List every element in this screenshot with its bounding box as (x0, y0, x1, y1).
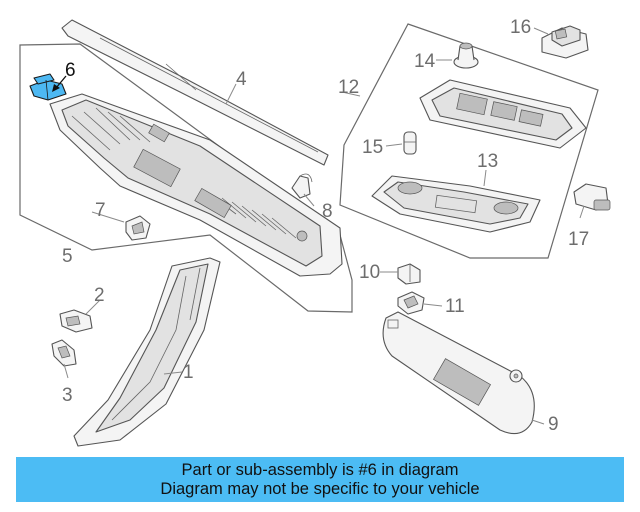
part-12-console-housing (419, 79, 587, 149)
part-3-clip (51, 339, 77, 367)
part-17-switch (573, 183, 611, 211)
part-7-clip (125, 215, 151, 241)
part-8-hook (291, 173, 313, 199)
callout-10: 10 (359, 262, 380, 283)
part-9-sun-visor (382, 311, 535, 435)
part-2-clip (59, 309, 93, 333)
callout-15: 15 (362, 137, 383, 158)
group-outline-12 (339, 23, 599, 259)
banner-line-2: Diagram may not be specific to your vehi… (160, 479, 480, 498)
part-14-round-clip (453, 42, 479, 69)
callout-7: 7 (95, 200, 106, 221)
leader-lines (52, 27, 585, 425)
callout-11: 11 (445, 296, 465, 317)
banner-line-1: Part or sub-assembly is #6 in diagram (181, 460, 459, 479)
callout-12: 12 (338, 77, 359, 98)
callout-9: 9 (548, 414, 559, 435)
callout-17: 17 (568, 229, 589, 250)
info-banner: Part or sub-assembly is #6 in diagram Di… (16, 457, 624, 502)
part-13-console-lower (371, 175, 541, 233)
callout-2: 2 (94, 285, 105, 306)
part-6-clip (29, 73, 67, 101)
callout-1: 1 (183, 362, 194, 383)
callout-6: 6 (65, 60, 76, 81)
part-5-trim-panel (49, 93, 343, 277)
callout-16: 16 (510, 17, 531, 38)
part-1-pillar-trim (73, 257, 221, 447)
callout-8: 8 (322, 201, 333, 222)
callout-5: 5 (62, 246, 73, 267)
part-16-connector (541, 25, 589, 59)
part-10-bracket (397, 263, 421, 285)
part-11-clip (397, 291, 425, 315)
callout-4: 4 (236, 69, 247, 90)
callout-14: 14 (414, 51, 436, 72)
callout-3: 3 (62, 385, 73, 406)
callout-13: 13 (477, 151, 498, 172)
part-4-trim-strip (61, 19, 329, 166)
part-15-bulb (403, 131, 417, 155)
